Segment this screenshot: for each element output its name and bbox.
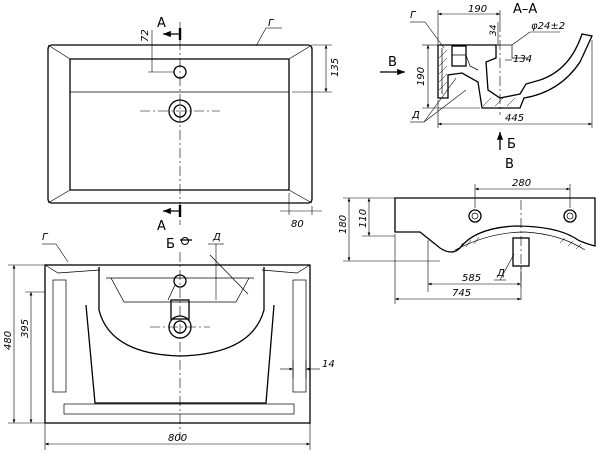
section-title: А–А: [513, 2, 537, 17]
callout-g-section: Г: [410, 10, 417, 21]
front-view-outline: [44, 264, 311, 424]
callout-d-view-b: Д: [496, 268, 505, 279]
section-mark-top: A: [157, 16, 166, 31]
view-b-tap-hole-left: [468, 209, 482, 223]
top-view-rim-corner: [47, 44, 71, 60]
section-view: А–А 190 34 φ24±2 134 Г 190 В Д: [380, 2, 593, 152]
top-view-drain-inner: [173, 104, 187, 118]
section-hatch: [482, 97, 492, 107]
callout-g-front: Г: [42, 232, 49, 243]
leader-line: [499, 253, 515, 281]
view-mark-b: Б: [166, 237, 175, 252]
dimension-190-side: 190: [416, 67, 427, 86]
front-view-shelf-edge: [261, 264, 311, 274]
dimension-480: 480: [3, 331, 14, 350]
dimension-135: 135: [330, 58, 341, 77]
view-mark-b-section: Б: [507, 137, 516, 152]
front-view-side-slot: [292, 279, 307, 393]
section-mark-bottom: A: [157, 219, 166, 234]
front-view-bowl: [98, 267, 265, 357]
leader-line: [55, 243, 69, 263]
dimension-134: 134: [513, 54, 532, 65]
dimension-34: 34: [489, 24, 499, 36]
view-b-bowl-hatch: [457, 236, 582, 251]
section-hatch: [494, 97, 504, 107]
dimension-80: 80: [291, 219, 304, 230]
view-mark-v: В: [388, 55, 397, 70]
dimension-445: 445: [505, 113, 524, 124]
dimension-280: 280: [512, 178, 531, 189]
top-view: A A 72 Г 135 80: [47, 16, 341, 234]
view-b-bowl: [454, 231, 586, 251]
view-b-title: В: [505, 157, 514, 172]
leader-line: [423, 89, 467, 123]
view-b-tap-hole-left-inner: [471, 212, 479, 220]
dimension-800: 800: [168, 433, 187, 444]
callout-d-front: Д: [212, 232, 221, 243]
front-view-base-slot: [63, 403, 295, 415]
front-view-side-slot: [52, 279, 67, 393]
section-profile-inner: [441, 44, 528, 94]
section-hatch: [438, 65, 448, 75]
section-hatch: [438, 49, 448, 59]
leader-line: [423, 77, 457, 123]
view-b: В 280 180 110 Д 585 745: [338, 157, 596, 304]
top-view-rim: [69, 58, 290, 191]
dimension-180: 180: [338, 215, 349, 234]
front-view-skirt: [85, 304, 275, 404]
section-hatch: [506, 97, 516, 107]
top-view-rim-corner: [288, 44, 313, 60]
view-arrow-dot: [181, 237, 189, 245]
leader-line: [255, 27, 267, 47]
dimension-585: 585: [462, 273, 481, 284]
front-view-shelf-edge: [44, 264, 101, 274]
section-hatch: [438, 81, 448, 91]
front-view: Б Г Д 480 395 14 800: [3, 232, 335, 450]
front-view-slope: [209, 254, 249, 295]
top-view-rim-corner: [47, 189, 71, 204]
dimension-745: 745: [452, 288, 471, 299]
dimension-diameter: φ24±2: [531, 21, 565, 32]
section-hatch: [438, 57, 448, 67]
top-view-drain-outer: [168, 99, 192, 123]
section-hatch: [438, 73, 448, 83]
front-view-slope: [167, 284, 176, 301]
section-overflow-block: [451, 45, 467, 67]
dimension-190-top: 190: [468, 4, 487, 15]
section-profile-outer: [437, 33, 593, 109]
callout-d-section: Д: [411, 110, 420, 121]
view-b-outline: [394, 197, 596, 253]
dimension-72: 72: [140, 29, 151, 42]
view-b-tap-hole-right-inner: [566, 212, 574, 220]
top-view-rim-corner: [288, 189, 313, 204]
view-b-tap-hole-right: [563, 209, 577, 223]
callout-g-top: Г: [268, 18, 275, 29]
dimension-14: 14: [322, 359, 335, 370]
leader-line: [511, 31, 531, 46]
dimension-110: 110: [358, 209, 369, 228]
leader-line: [424, 21, 445, 49]
dimension-395: 395: [20, 319, 31, 338]
